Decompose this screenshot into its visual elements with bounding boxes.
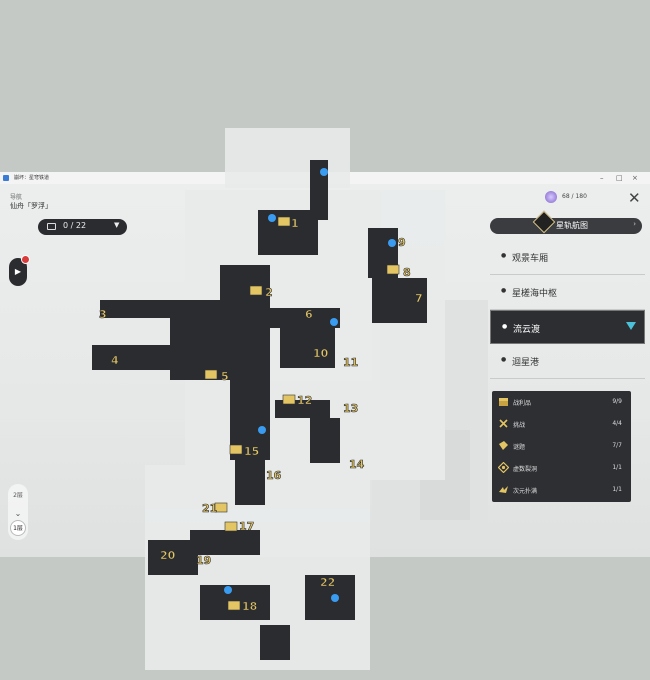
location-item-label: 流云渡 <box>513 325 541 335</box>
play-icon: ▶ <box>14 267 22 276</box>
map-marker-15[interactable]: 15 <box>244 445 260 459</box>
region-label: 导航 <box>10 194 23 201</box>
chevron-down-icon: ▼ <box>114 221 120 229</box>
puzzle-icon <box>499 441 508 450</box>
trailblaze-power-value: 68 / 180 <box>562 193 587 200</box>
floor-2-button[interactable]: 2层 <box>13 492 23 499</box>
legend-label: 战利品 <box>513 400 532 407</box>
map-marker-20[interactable]: 20 <box>160 549 176 563</box>
window-title: 崩坏：星穹铁道 <box>14 175 50 181</box>
bullet-icon: ● <box>501 252 507 259</box>
map-marker-17[interactable]: 17 <box>239 520 255 534</box>
star-rail-map-button[interactable]: 星轨航图 › <box>490 210 642 234</box>
map-marker-19[interactable]: 19 <box>196 554 212 568</box>
side-menu-button[interactable]: ▶ <box>9 255 30 286</box>
minimize-icon[interactable]: – <box>600 174 604 182</box>
collection-progress-pill[interactable]: 0 / 22 ▼ <box>38 219 127 235</box>
teleport-icon <box>224 168 396 602</box>
map-marker-5[interactable]: 5 <box>221 370 229 384</box>
location-list: ● 观景车厢 ● 星槎海中枢 ● 流云渡 ● 迴星港 <box>490 240 645 379</box>
bullet-icon: ● <box>501 356 507 363</box>
app-icon <box>3 175 9 181</box>
map-marker-9[interactable]: 9 <box>398 236 406 250</box>
collection-progress: 0 / 22 <box>63 221 87 230</box>
imaginary-rift-icon <box>498 462 509 473</box>
location-name: 仙舟「罗浮」 <box>10 202 52 210</box>
location-item[interactable]: ● 星槎海中枢 <box>490 275 645 310</box>
legend-row: 挑战 4/4 <box>492 413 631 435</box>
legend-count: 7/7 <box>612 442 622 449</box>
map-marker-4[interactable]: 4 <box>111 354 120 368</box>
map-marker-7[interactable]: 7 <box>415 292 423 306</box>
location-item-label: 观景车厢 <box>512 254 549 264</box>
location-item-label: 星槎海中枢 <box>512 289 558 299</box>
map-marker-3[interactable]: 3 <box>99 308 107 322</box>
map-marker-14[interactable]: 14 <box>349 458 365 472</box>
map-marker-10[interactable]: 10 <box>313 347 329 361</box>
legend-count: 9/9 <box>612 398 622 405</box>
star-rail-map-label: 星轨航图 <box>556 221 588 230</box>
map-marker-12[interactable]: 12 <box>297 394 313 408</box>
chest-counter-icon <box>47 223 56 230</box>
map-marker-18[interactable]: 18 <box>242 600 258 614</box>
map-marker-2[interactable]: 2 <box>265 286 273 300</box>
legend-label: 谜题 <box>513 444 526 451</box>
floor-1-button[interactable]: 1层 <box>10 520 26 536</box>
location-item[interactable]: ● 迴星港 <box>490 344 645 379</box>
legend-label: 挑战 <box>513 422 526 429</box>
chest-icon <box>499 398 508 406</box>
map-marker-22[interactable]: 22 <box>320 576 336 590</box>
map-marker-1[interactable]: 1 <box>291 217 299 231</box>
origami-bird-icon <box>499 486 508 493</box>
legend-count: 1/1 <box>612 486 622 493</box>
legend-count: 1/1 <box>612 464 622 471</box>
current-location-icon <box>626 322 636 330</box>
legend-label: 虚数裂洞 <box>513 466 538 473</box>
legend-label: 次元扑满 <box>513 488 538 495</box>
location-item[interactable]: ● 观景车厢 <box>490 240 645 275</box>
map-marker-13[interactable]: 13 <box>343 402 359 416</box>
close-map-icon[interactable]: ✕ <box>628 189 641 207</box>
map-marker-6[interactable]: 6 <box>305 308 314 322</box>
window-close-icon[interactable]: × <box>632 174 638 182</box>
bullet-icon: ● <box>502 323 508 330</box>
map-marker-11[interactable]: 11 <box>343 356 359 370</box>
bullet-icon: ● <box>501 287 507 294</box>
legend-row: 次元扑满 1/1 <box>492 479 631 501</box>
chevron-right-icon: › <box>633 220 636 228</box>
map-marker-16[interactable]: 16 <box>266 469 282 483</box>
legend-row: 虚数裂洞 1/1 <box>492 457 631 479</box>
crossed-swords-icon <box>499 419 508 428</box>
trailblaze-power-icon <box>545 191 557 203</box>
notification-dot-icon <box>21 255 30 264</box>
legend-count: 4/4 <box>612 420 622 427</box>
legend-row: 谜题 7/7 <box>492 435 631 457</box>
map-legend: 战利品 9/9 挑战 4/4 谜题 7/7 虚数裂洞 1/1 次元扑满 1/1 <box>492 391 631 502</box>
chest-marker-icon <box>204 216 400 611</box>
maximize-icon[interactable]: □ <box>616 174 623 182</box>
legend-row: 战利品 9/9 <box>492 391 631 413</box>
map-marker-8[interactable]: 8 <box>403 266 411 280</box>
chevron-down-icon: ⌄ <box>14 509 22 518</box>
location-item-label: 迴星港 <box>512 358 540 368</box>
location-item-active[interactable]: ● 流云渡 <box>490 310 645 344</box>
map-marker-21[interactable]: 21 <box>202 502 218 516</box>
floor-switcher: 2层 ⌄ 1层 <box>8 484 28 540</box>
